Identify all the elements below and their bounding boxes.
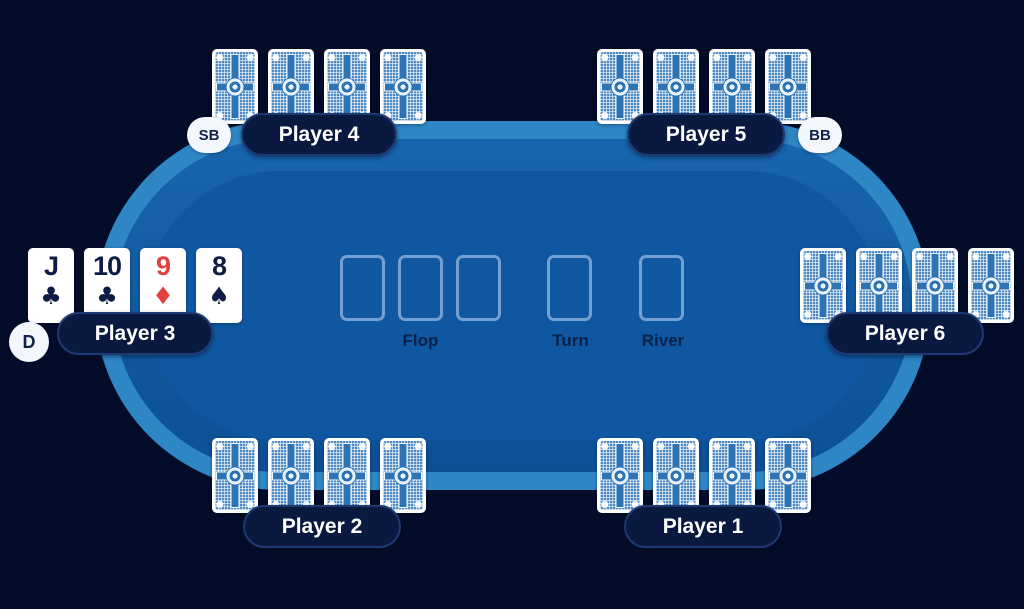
- card-back-medallion: [226, 467, 244, 484]
- river-slot: [639, 255, 684, 321]
- flop-slot-1: [340, 255, 385, 321]
- card-back: [268, 438, 314, 513]
- card-rank: 9: [155, 251, 171, 281]
- card-back-medallion: [226, 78, 244, 95]
- table-felt: [113, 139, 912, 472]
- card-back: [380, 49, 426, 124]
- card-back-medallion: [870, 277, 888, 294]
- card-back-pattern: [859, 251, 899, 320]
- card-back-pattern: [215, 441, 255, 510]
- card-back-pattern: [656, 441, 696, 510]
- card-back: [765, 49, 811, 124]
- flop-label: Flop: [402, 331, 439, 350]
- player4-nameplate: Player 4: [241, 113, 397, 156]
- card-back-pattern: [803, 251, 843, 320]
- player3-nameplate: Player 3: [57, 312, 213, 355]
- card-rank: J: [43, 251, 59, 281]
- card-back-medallion: [779, 78, 797, 95]
- card-back: [856, 248, 902, 323]
- card-back: [709, 49, 755, 124]
- diamond-suit-icon: ♦: [152, 282, 174, 310]
- card-rank: 10: [92, 251, 122, 281]
- card-back: [765, 438, 811, 513]
- card-back: [380, 438, 426, 513]
- card-back-medallion: [338, 467, 356, 484]
- card-back-pattern: [215, 52, 255, 121]
- card-back-medallion: [611, 78, 629, 95]
- card-back-pattern: [271, 52, 311, 121]
- dealer-badge: D: [9, 322, 49, 362]
- card-back: [597, 438, 643, 513]
- flop-slot-2: [398, 255, 443, 321]
- club-suit-icon: ♣: [96, 282, 118, 310]
- card-back-pattern: [971, 251, 1011, 320]
- card-back-pattern: [768, 52, 808, 121]
- player1-nameplate: Player 1: [624, 505, 782, 548]
- player2-nameplate: Player 2: [243, 505, 401, 548]
- turn-slot: [547, 255, 592, 321]
- card-back: [709, 438, 755, 513]
- card-back: [912, 248, 958, 323]
- card-back-medallion: [779, 467, 797, 484]
- big-blind-badge: BB: [798, 117, 842, 153]
- card-back-pattern: [768, 441, 808, 510]
- player5-hand: [597, 49, 811, 124]
- card-back-pattern: [600, 52, 640, 121]
- card-back: [653, 438, 699, 513]
- card-back-medallion: [394, 78, 412, 95]
- card-back: [653, 49, 699, 124]
- card-back: [324, 438, 370, 513]
- card-ten-clubs: 10 ♣: [84, 248, 130, 323]
- card-back-pattern: [915, 251, 955, 320]
- card-back-pattern: [271, 441, 311, 510]
- card-back-medallion: [723, 467, 741, 484]
- player5-nameplate: Player 5: [627, 113, 785, 156]
- small-blind-badge: SB: [187, 117, 231, 153]
- spade-suit-icon: ♠: [208, 282, 230, 310]
- player6-nameplate: Player 6: [826, 312, 984, 355]
- card-back: [597, 49, 643, 124]
- card-back-medallion: [282, 78, 300, 95]
- player1-hand: [597, 438, 811, 513]
- card-back: [800, 248, 846, 323]
- card-back: [212, 438, 258, 513]
- card-back: [968, 248, 1014, 323]
- river-label: River: [641, 331, 685, 350]
- card-nine-diamonds: 9 ♦: [140, 248, 186, 323]
- card-back-medallion: [723, 78, 741, 95]
- club-suit-icon: ♣: [40, 282, 62, 310]
- card-back-pattern: [656, 52, 696, 121]
- card-back-pattern: [327, 52, 367, 121]
- card-back: [212, 49, 258, 124]
- card-back: [268, 49, 314, 124]
- card-back-medallion: [667, 467, 685, 484]
- card-back-medallion: [667, 78, 685, 95]
- player4-hand: [212, 49, 426, 124]
- card-back-pattern: [383, 441, 423, 510]
- card-back-medallion: [926, 277, 944, 294]
- table-rail: [95, 121, 930, 490]
- card-back-medallion: [982, 277, 1000, 294]
- card-back-medallion: [611, 467, 629, 484]
- card-rank: 8: [211, 251, 227, 281]
- card-eight-spades: 8 ♠: [196, 248, 242, 323]
- card-back-medallion: [394, 467, 412, 484]
- card-back: [324, 49, 370, 124]
- table-inner-felt: [145, 171, 880, 440]
- card-jack-clubs: J ♣: [28, 248, 74, 323]
- card-back-pattern: [383, 52, 423, 121]
- flop-slot-3: [456, 255, 501, 321]
- card-back-pattern: [712, 441, 752, 510]
- player3-hand: J ♣ 10 ♣ 9 ♦ 8 ♠: [28, 248, 242, 323]
- card-back-pattern: [712, 52, 752, 121]
- player6-hand: [800, 248, 1014, 323]
- card-back-medallion: [338, 78, 356, 95]
- card-back-medallion: [282, 467, 300, 484]
- card-back-pattern: [327, 441, 367, 510]
- turn-label: Turn: [552, 331, 589, 350]
- card-back-medallion: [814, 277, 832, 294]
- card-back-pattern: [600, 441, 640, 510]
- player2-hand: [212, 438, 426, 513]
